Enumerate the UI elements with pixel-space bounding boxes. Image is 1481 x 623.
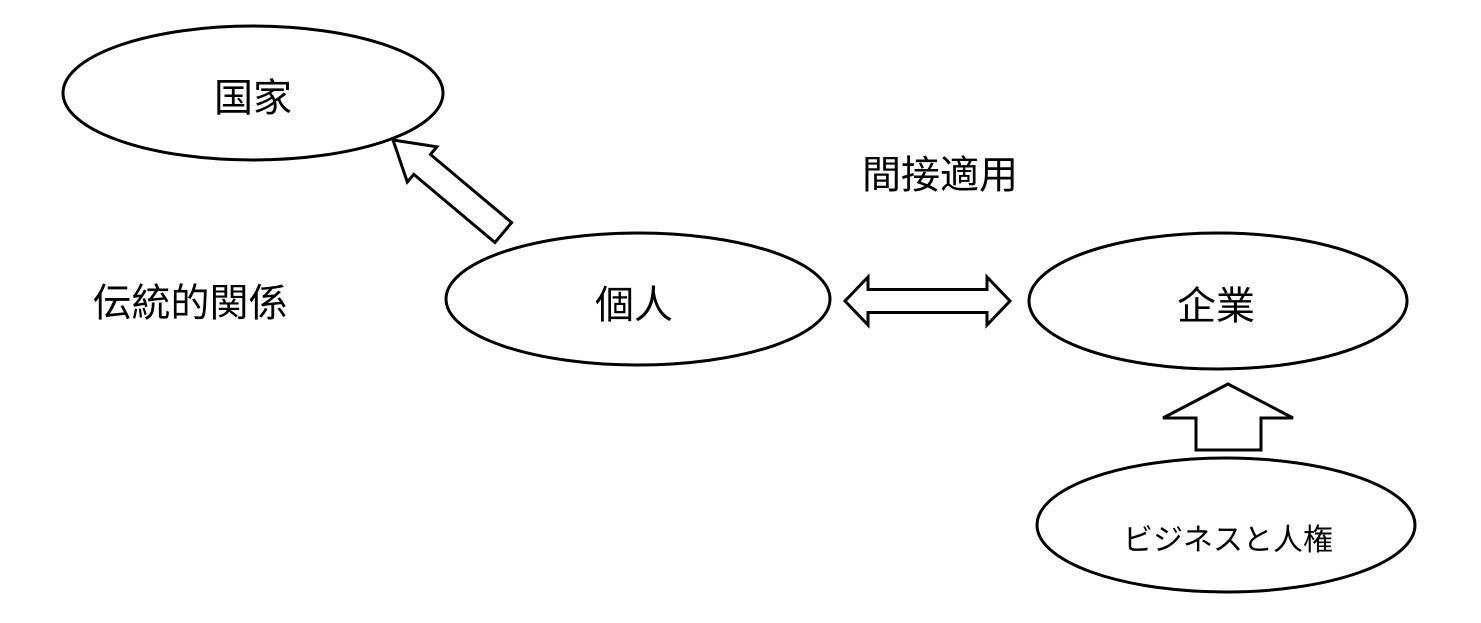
individual-to-state-arrow	[390, 138, 514, 245]
traditional-relationship-label: 伝統的関係	[92, 282, 288, 326]
indirect-application-label: 間接適用	[861, 154, 1019, 198]
bhr-label: ビジネスと人権	[1123, 524, 1333, 557]
individual-ellipse	[444, 231, 832, 367]
state-ellipse	[61, 24, 445, 162]
bhr-to-corporation-arrow	[1162, 382, 1294, 452]
individual-label: 個人	[594, 284, 674, 328]
state-label: 国家	[213, 77, 293, 121]
corporation-label: 企業	[1176, 285, 1256, 329]
bhr-ellipse	[1035, 456, 1417, 594]
corporation-ellipse	[1027, 231, 1409, 371]
individual-corporation-double-arrow	[842, 273, 1013, 329]
